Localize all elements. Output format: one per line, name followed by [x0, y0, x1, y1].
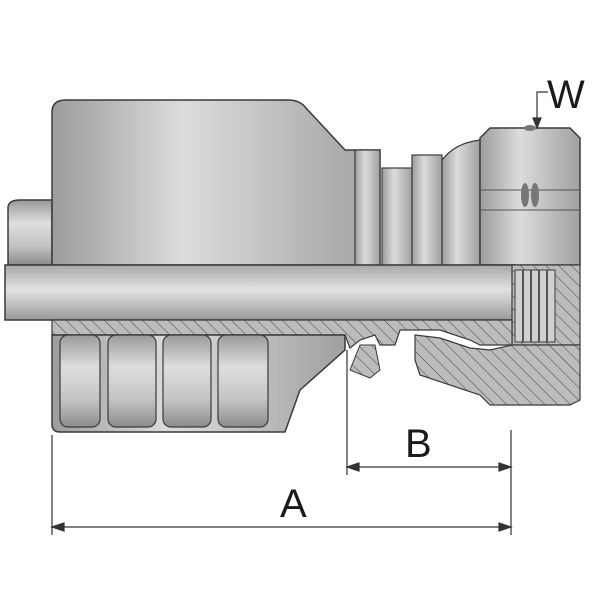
ferrule-ribs — [59, 334, 269, 428]
ferrule-collar — [354, 149, 381, 266]
swivel-nut-upper — [479, 127, 581, 266]
section-stem — [51, 319, 513, 349]
nut-threads — [511, 264, 581, 346]
label-w: W — [547, 73, 585, 117]
ferrule-upper — [51, 99, 381, 266]
section-nut-lower — [414, 334, 581, 406]
label-b: B — [405, 422, 432, 466]
stem-neck — [441, 139, 481, 266]
stem-ring — [381, 167, 413, 266]
tube-bore — [4, 264, 516, 321]
stem-hex — [411, 154, 443, 266]
label-a: A — [280, 482, 307, 526]
hose-stub — [7, 199, 53, 266]
dimension-lines — [50, 91, 548, 535]
